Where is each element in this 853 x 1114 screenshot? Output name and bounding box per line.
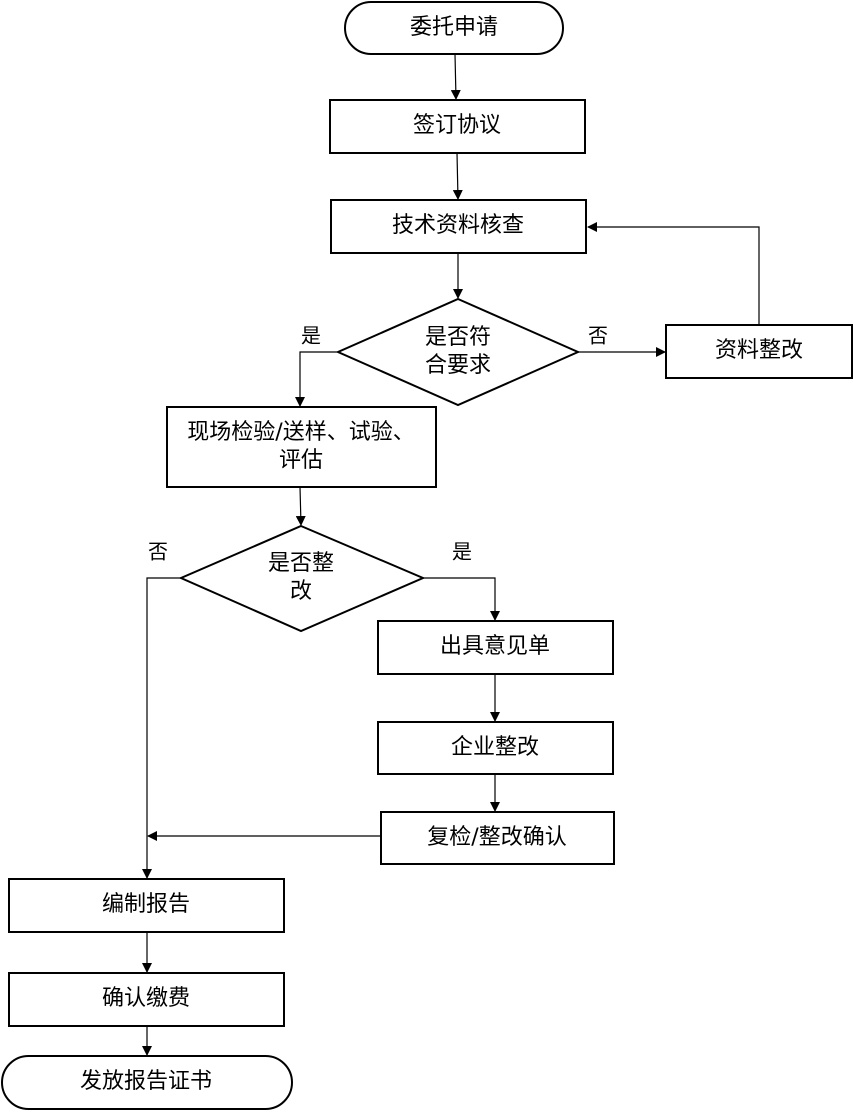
issue-opinion-box xyxy=(377,620,614,675)
inspection-text-line-1: 现场检验/送样、试验、 xyxy=(187,420,414,445)
node-compile-report: 编制报告 xyxy=(8,878,285,933)
need-rectify-diamond xyxy=(178,524,426,633)
confirm-payment-box xyxy=(8,972,285,1027)
node-confirm-payment: 确认缴费 xyxy=(8,972,285,1027)
tech-review-text: 技术资料核查 xyxy=(392,213,524,238)
confirm-payment-text-line-1: 确认缴费 xyxy=(102,986,190,1011)
sign-agreement-text-line-1: 签订协议 xyxy=(413,113,501,138)
start-terminal xyxy=(344,1,564,55)
label-meets-no: 否 xyxy=(588,324,608,348)
inspection-text: 现场检验/送样、试验、评估 xyxy=(187,420,414,473)
sign-agreement-box xyxy=(329,99,586,154)
doc-rectify-text-line-1: 资料整改 xyxy=(715,338,803,363)
issue-certificate-terminal xyxy=(1,1055,293,1110)
tech-review-text-line-1: 技术资料核查 xyxy=(392,213,524,238)
meets-requirements-text-line-2: 合要求 xyxy=(425,353,491,378)
need-rectify-text-line-1: 是否整 xyxy=(268,551,334,576)
node-start: 委托申请 xyxy=(344,1,564,55)
tech-review-box xyxy=(330,199,587,254)
meets-requirements-diamond xyxy=(335,297,581,407)
compile-report-text: 编制报告 xyxy=(102,892,190,917)
issue-certificate-text-line-1: 发放报告证书 xyxy=(80,1069,212,1094)
start-text-line-1: 委托申请 xyxy=(410,15,498,40)
recheck-box xyxy=(380,811,615,865)
recheck-text: 复检/整改确认 xyxy=(427,825,566,850)
node-tech-review: 技术资料核查 xyxy=(330,199,587,254)
company-rectify-box xyxy=(377,721,614,775)
edge-labels: 是 否 否 是 xyxy=(148,324,608,564)
edge-inspection-to-rectify-decision xyxy=(295,486,306,526)
issue-opinion-text-line-1: 出具意见单 xyxy=(440,634,550,659)
label-meets-yes: 是 xyxy=(301,324,321,348)
node-meets-requirements: 是否符合要求 xyxy=(335,297,581,407)
node-company-rectify: 企业整改 xyxy=(377,721,614,775)
meets-requirements-text-line-1: 是否符 xyxy=(425,325,491,350)
label-rectify-no: 否 xyxy=(148,540,168,564)
recheck-text-line-1: 复检/整改确认 xyxy=(427,825,566,850)
doc-rectify-box xyxy=(665,324,853,379)
issue-opinion-text: 出具意见单 xyxy=(440,634,550,659)
start-text: 委托申请 xyxy=(410,15,498,40)
edge-sign-to-review xyxy=(452,152,463,200)
company-rectify-text: 企业整改 xyxy=(451,735,539,760)
node-doc-rectify: 资料整改 xyxy=(665,324,853,379)
edge-rectify-no-to-report xyxy=(142,577,181,879)
doc-rectify-text: 资料整改 xyxy=(715,338,803,363)
inspection-box xyxy=(166,406,437,488)
node-need-rectify: 是否整改 xyxy=(178,524,426,633)
edge-start-to-sign xyxy=(450,53,461,100)
need-rectify-text: 是否整改 xyxy=(268,551,334,604)
compile-report-text-line-1: 编制报告 xyxy=(102,892,190,917)
label-rectify-yes: 是 xyxy=(452,540,472,564)
sign-agreement-text: 签订协议 xyxy=(413,113,501,138)
node-issue-certificate: 发放报告证书 xyxy=(1,1055,293,1110)
edges xyxy=(142,53,760,1056)
node-recheck: 复检/整改确认 xyxy=(380,811,615,865)
edge-rectify-yes-to-opinion xyxy=(423,577,500,621)
node-inspection: 现场检验/送样、试验、评估 xyxy=(166,406,437,488)
need-rectify-text-line-2: 改 xyxy=(290,579,312,604)
edge-decision-yes-to-inspection xyxy=(295,351,337,407)
compile-report-box xyxy=(8,878,285,933)
meets-requirements-text: 是否符合要求 xyxy=(425,325,491,378)
node-sign-agreement: 签订协议 xyxy=(329,99,586,154)
issue-certificate-text: 发放报告证书 xyxy=(80,1069,212,1094)
company-rectify-text-line-1: 企业整改 xyxy=(451,735,539,760)
inspection-text-line-2: 评估 xyxy=(279,448,323,473)
edge-doc-rectify-to-review xyxy=(587,222,760,325)
node-issue-opinion: 出具意见单 xyxy=(377,620,614,675)
confirm-payment-text: 确认缴费 xyxy=(102,986,190,1011)
